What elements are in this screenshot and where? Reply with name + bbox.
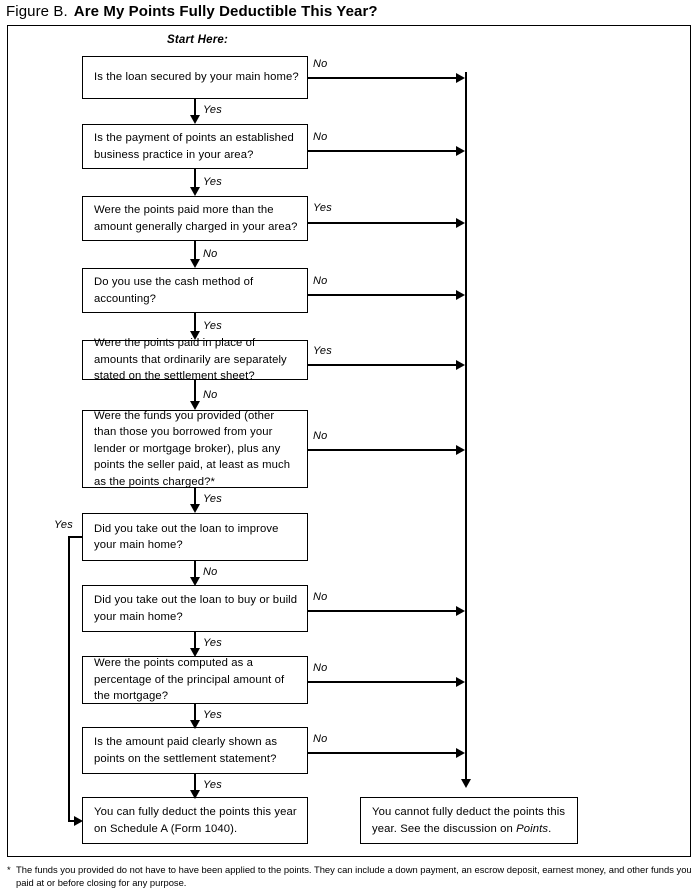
edge-q3-no-line: [194, 241, 196, 261]
edge-q4-no-label: No: [313, 275, 328, 287]
edge-q3-yes-label: Yes: [313, 202, 332, 214]
edge-q7-no-line: [194, 561, 196, 579]
collector-spine-arrowhead: [461, 779, 471, 788]
node-q6[interactable]: Were the funds you provided (other than …: [82, 410, 308, 488]
node-q8-text: Did you take out the loan to buy or buil…: [94, 594, 298, 623]
node-q1[interactable]: Is the loan secured by your main home?: [82, 56, 308, 99]
edge-q7-no-label: No: [203, 566, 218, 578]
node-not-fully-deductible[interactable]: You cannot fully deduct the points this …: [360, 797, 578, 844]
node-q4-text: Do you use the cash method of accounting…: [94, 276, 254, 305]
edge-q8-yes-arrowhead: [190, 648, 200, 657]
edge-q5-no-line: [194, 380, 196, 403]
edge-q6-no-arrowhead: [456, 445, 465, 455]
edge-q8-no-label: No: [313, 591, 328, 603]
edge-q8-yes-label: Yes: [203, 637, 222, 649]
edge-q3-yes-line: [308, 222, 456, 224]
edge-q5-yes-arrowhead: [456, 360, 465, 370]
figure-title-text: Are My Points Fully Deductible This Year…: [73, 3, 378, 20]
edge-q3-yes-arrowhead: [456, 218, 465, 228]
edge-q7-yes-arrowhead: [74, 816, 83, 826]
edge-q5-no-label: No: [203, 389, 218, 401]
edge-q9-no-arrowhead: [456, 677, 465, 687]
edge-q1-yes-arrowhead: [190, 115, 200, 124]
edge-q9-no-label: No: [313, 662, 328, 674]
node-q1-text: Is the loan secured by your main home?: [94, 71, 299, 84]
node-q9[interactable]: Were the points computed as a percentage…: [82, 656, 308, 704]
not-deductible-text-lead: You cannot fully deduct the points this …: [372, 806, 566, 835]
edge-q10-yes-arrowhead: [190, 790, 200, 799]
node-q10-text: Is the amount paid clearly shown as poin…: [94, 736, 278, 765]
node-q7[interactable]: Did you take out the loan to improve you…: [82, 513, 308, 561]
node-fully-deductible-text: You can fully deduct the points this yea…: [94, 806, 297, 835]
not-deductible-points-italic: Points: [516, 822, 549, 835]
edge-q1-yes-label: Yes: [203, 104, 222, 116]
footnote-marker: *: [7, 864, 11, 875]
node-q3-text: Were the points paid more than the amoun…: [94, 204, 298, 233]
edge-q7-yes-line-h1: [68, 536, 83, 538]
edge-q4-no-arrowhead: [456, 290, 465, 300]
edge-q5-yes-label: Yes: [313, 345, 332, 357]
edge-q2-no-arrowhead: [456, 146, 465, 156]
edge-q10-no-arrowhead: [456, 748, 465, 758]
edge-q7-yes-line-h2: [68, 820, 76, 822]
node-q6-text: Were the funds you provided (other than …: [94, 409, 291, 488]
edge-q3-no-arrowhead: [190, 259, 200, 268]
node-q7-text: Did you take out the loan to improve you…: [94, 522, 279, 552]
edge-q9-no-line: [308, 681, 456, 683]
edge-q4-yes-label: Yes: [203, 320, 222, 332]
node-q3[interactable]: Were the points paid more than the amoun…: [82, 196, 308, 241]
edge-q2-yes-line: [194, 169, 196, 189]
node-q8[interactable]: Did you take out the loan to buy or buil…: [82, 585, 308, 632]
edge-q8-no-arrowhead: [456, 606, 465, 616]
node-q10[interactable]: Is the amount paid clearly shown as poin…: [82, 727, 308, 774]
edge-q2-yes-arrowhead: [190, 187, 200, 196]
edge-q10-no-line: [308, 752, 456, 754]
edge-q4-no-line: [308, 294, 456, 296]
edge-q6-yes-label: Yes: [203, 493, 222, 505]
edge-q9-yes-label: Yes: [203, 709, 222, 721]
node-q9-text: Were the points computed as a percentage…: [94, 657, 285, 703]
edge-q6-yes-line: [194, 488, 196, 506]
edge-q4-yes-line: [194, 313, 196, 333]
edge-q1-no-line: [308, 77, 456, 79]
figure-label: Figure B.: [6, 3, 68, 20]
edge-q7-no-arrowhead: [190, 577, 200, 586]
edge-q6-yes-arrowhead: [190, 504, 200, 513]
edge-q7-yes-line-v: [68, 536, 70, 822]
edge-q2-no-label: No: [313, 131, 328, 143]
node-q5[interactable]: Were the points paid in place of amounts…: [82, 337, 308, 382]
edge-q9-yes-line: [194, 704, 196, 722]
edge-q10-yes-line: [194, 774, 196, 792]
edge-q10-no-label: No: [313, 733, 328, 745]
node-fully-deductible[interactable]: You can fully deduct the points this yea…: [82, 797, 308, 844]
edge-q5-no-arrowhead: [190, 401, 200, 410]
edge-q2-yes-label: Yes: [203, 176, 222, 188]
node-not-fully-deductible-text: You cannot fully deduct the points this …: [372, 804, 569, 837]
collector-spine: [465, 72, 467, 779]
edge-q8-yes-line: [194, 632, 196, 650]
edge-q10-yes-label: Yes: [203, 779, 222, 791]
edge-q8-no-line: [308, 610, 456, 612]
edge-q1-no-arrowhead: [456, 73, 465, 83]
edge-q6-no-line: [308, 449, 456, 451]
edge-q1-no-label: No: [313, 58, 328, 70]
edge-q4-yes-arrowhead: [190, 331, 200, 340]
footnote-text: The funds you provided do not have to ha…: [16, 864, 692, 888]
node-q4[interactable]: Do you use the cash method of accounting…: [82, 268, 308, 313]
edge-q9-yes-arrowhead: [190, 720, 200, 729]
node-q2[interactable]: Is the payment of points an established …: [82, 124, 308, 169]
node-q5-text: Were the points paid in place of amounts…: [94, 337, 287, 383]
page-title: Figure B. Are My Points Fully Deductible …: [6, 3, 378, 20]
not-deductible-text-tail: .: [548, 822, 552, 835]
node-q2-text: Is the payment of points an established …: [94, 132, 294, 161]
edge-q5-yes-line: [308, 364, 456, 366]
edge-q7-yes-label: Yes: [54, 519, 73, 531]
start-here-label: Start Here:: [167, 34, 228, 46]
edge-q6-no-label: No: [313, 430, 328, 442]
edge-q3-no-label: No: [203, 248, 218, 260]
edge-q1-yes-line: [194, 99, 196, 117]
footnote: * The funds you provided do not have to …: [7, 864, 693, 889]
edge-q2-no-line: [308, 150, 456, 152]
